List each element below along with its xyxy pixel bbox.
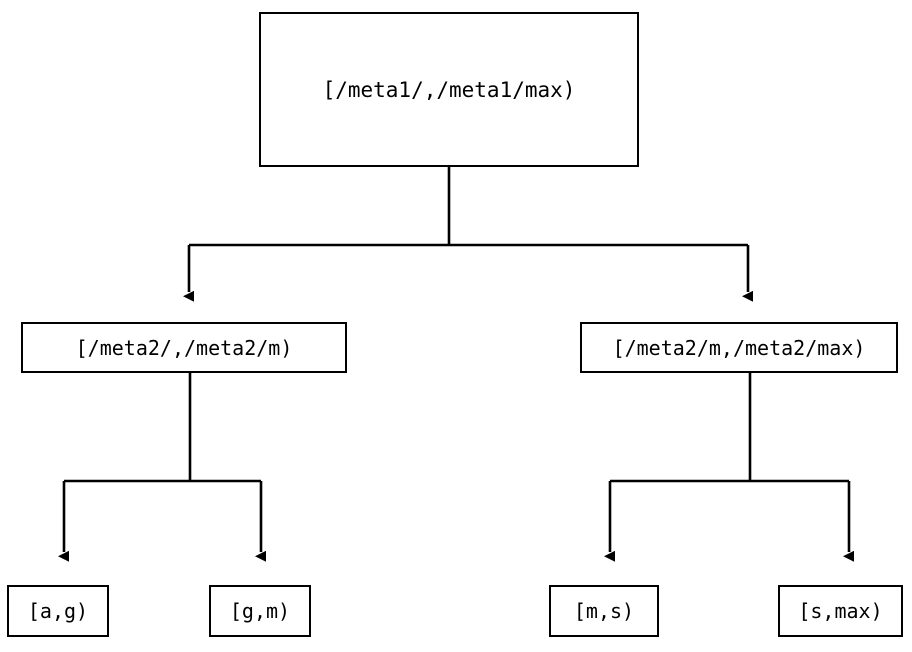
node-leaf-a-g: [a,g) [7, 585, 109, 637]
node-mid-right: [/meta2/m,/meta2/max) [580, 322, 898, 373]
node-leaf-g-m: [g,m) [209, 585, 311, 637]
edge-mid-left-to-leaf-gm [190, 479, 266, 562]
node-root: [/meta1/,/meta1/max) [259, 12, 639, 167]
edge-root-to-mid-right [449, 243, 753, 302]
edge-mid-left-to-leaf-ag [58, 373, 192, 562]
edge-root-to-mid-left [183, 167, 451, 302]
edge-mid-right-to-leaf-ms [604, 373, 752, 562]
edge-mid-right-to-leaf-smax [750, 479, 854, 562]
node-leaf-s-max: [s,max) [778, 585, 903, 637]
node-leaf-m-s: [m,s) [549, 585, 659, 637]
node-mid-left: [/meta2/,/meta2/m) [21, 322, 347, 373]
